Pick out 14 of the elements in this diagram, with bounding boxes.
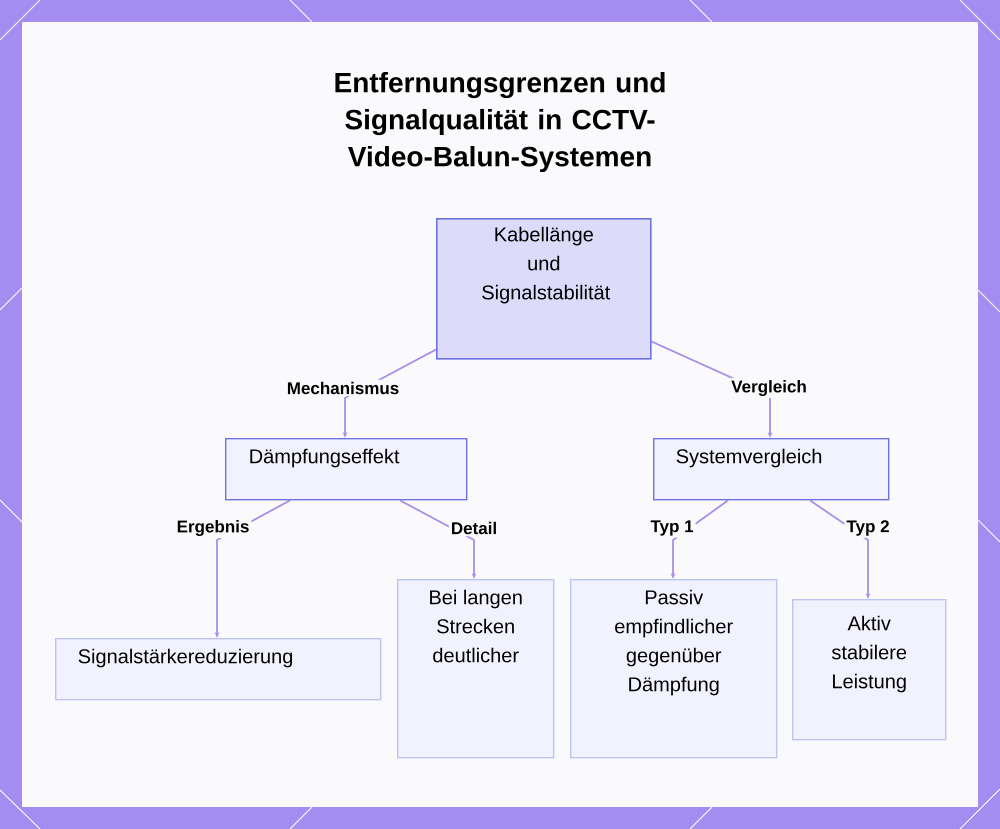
edge-label: Typ 1 [648,518,696,538]
edge-label: Ergebnis [174,518,252,538]
detail-box: Aktiv stabilere Leistung [792,599,946,740]
edge-label: Vergleich [729,378,809,398]
edge-label: Mechanismus [284,380,402,396]
topic-box: Kabellänge und Signalstabilität [436,218,652,360]
category-box: Dämpfungseffekt [225,438,468,500]
edge-label: Detail [448,520,500,536]
detail-box: Bei langen Strecken deutlicher [397,579,554,758]
category-box: Systemvergleich [653,438,890,500]
detail-box: Passiv empfindlicher gegenüber Dämpfung [570,579,778,758]
title: Entfernungsgrenzen und Signalqualität in CCTV-Video-Balun-Systemen [335,72,665,172]
detail-box: Signalstärkereduzierung [55,638,382,700]
edge-label: Typ 2 [844,518,892,538]
